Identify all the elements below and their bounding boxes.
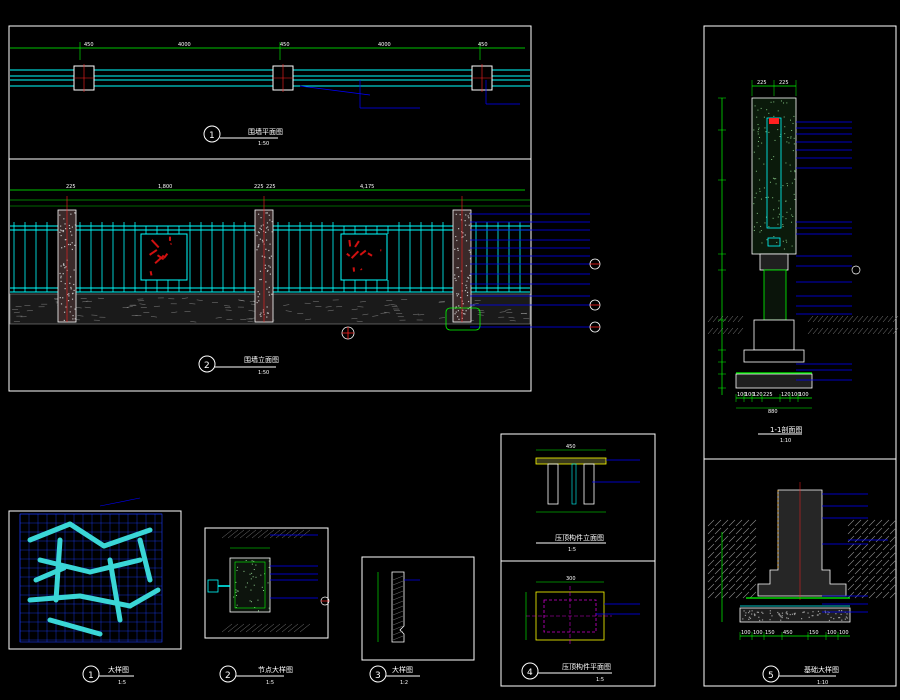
detail2: 2 节点大样图 1:5 — [207, 529, 330, 686]
plan-scale: 1:50 — [258, 141, 269, 147]
detail5-base-dim: 100 — [753, 630, 763, 636]
elevation-view: 225 1,800 225 225 4,175 — [9, 184, 601, 376]
detail4b-number: 4 — [527, 668, 533, 678]
detail4a: 450 压顶构件立面图 1:5 — [535, 444, 640, 553]
section-base-dim: 225 — [763, 392, 773, 398]
detail5-base-dim: 100 — [839, 630, 849, 636]
detail3-title: 大样图 — [392, 665, 413, 674]
section-base-total: 880 — [768, 409, 778, 415]
detail2-scale: 1:5 — [266, 680, 274, 686]
pattern-scale: 1:5 — [118, 680, 126, 686]
detail4a-title: 压顶构件立面图 — [555, 533, 604, 542]
section-base-dim: 120 — [781, 392, 791, 398]
section-scale: 1:10 — [780, 438, 791, 444]
section-base-dim: 100 — [745, 392, 755, 398]
detail5-number: 5 — [768, 671, 774, 681]
detail3-number: 3 — [375, 671, 381, 681]
elev-dim-5: 4,175 — [360, 184, 374, 190]
pattern-title: 大样图 — [108, 665, 129, 674]
elev-number: 2 — [204, 361, 210, 371]
elev-title: 围墙立面图 — [244, 355, 279, 364]
detail4a-dim: 450 — [566, 444, 576, 450]
elev-dim-1: 225 — [66, 184, 76, 190]
frame-right-foundation — [703, 458, 897, 687]
frame-top-left — [8, 25, 532, 392]
detail4a-scale: 1:5 — [568, 547, 576, 553]
detail2-title: 节点大样图 — [258, 665, 293, 674]
plan-number: 1 — [209, 131, 215, 141]
elev-dim-3: 225 — [254, 184, 264, 190]
detail4b: 300 4 压顶构件平面图 1:5 — [521, 576, 640, 683]
detail3-scale: 1:2 — [400, 680, 408, 686]
section-base-dim: 100 — [737, 392, 747, 398]
detail2-number: 2 — [225, 671, 231, 681]
plan-dim-1: 450 — [84, 42, 94, 48]
plan-dim-5: 450 — [478, 42, 488, 48]
detail5-base-dim: 450 — [783, 630, 793, 636]
section-dim-2: 225 — [779, 80, 789, 86]
elev-dim-2: 1,800 — [158, 184, 172, 190]
frame-detail2 — [204, 527, 329, 639]
section-base-dim: 100 — [799, 392, 809, 398]
frame-pattern — [8, 510, 182, 650]
elev-dim-4: 225 — [266, 184, 276, 190]
plan-title: 围墙平面图 — [248, 127, 283, 136]
frame-detail4b — [500, 560, 656, 687]
section-base-dim: 120 — [753, 392, 763, 398]
pattern-number: 1 — [88, 671, 94, 681]
plan-dim-3: 450 — [280, 42, 290, 48]
section-title: 1-1剖面图 — [770, 425, 802, 434]
frame-detail3 — [361, 556, 475, 661]
elev-scale: 1:50 — [258, 370, 269, 376]
plan-dim-2: 4000 — [178, 42, 191, 48]
plan-dim-4: 4000 — [378, 42, 391, 48]
detail5-title: 基础大样图 — [804, 665, 839, 674]
detail5-base-dim: 100 — [741, 630, 751, 636]
detail4b-dim: 300 — [566, 576, 576, 582]
detail3: 3 大样图 1:2 — [369, 571, 420, 686]
section-base-dim: 100 — [791, 392, 801, 398]
detail5-base-dim: 150 — [809, 630, 819, 636]
detail4b-scale: 1:5 — [596, 677, 604, 683]
detail5-base-dim: 100 — [827, 630, 837, 636]
detail4b-title: 压顶构件平面图 — [562, 662, 611, 671]
pattern-detail: 1 大样图 1:5 — [19, 497, 163, 686]
panel-frames — [8, 25, 897, 687]
detail5-scale: 1:10 — [817, 680, 828, 686]
section-dim-1: 225 — [757, 80, 767, 86]
plan-view: 450 4000 450 4000 450 1 围墙平面图 1 — [10, 42, 530, 147]
detail5-base-dim: 150 — [765, 630, 775, 636]
